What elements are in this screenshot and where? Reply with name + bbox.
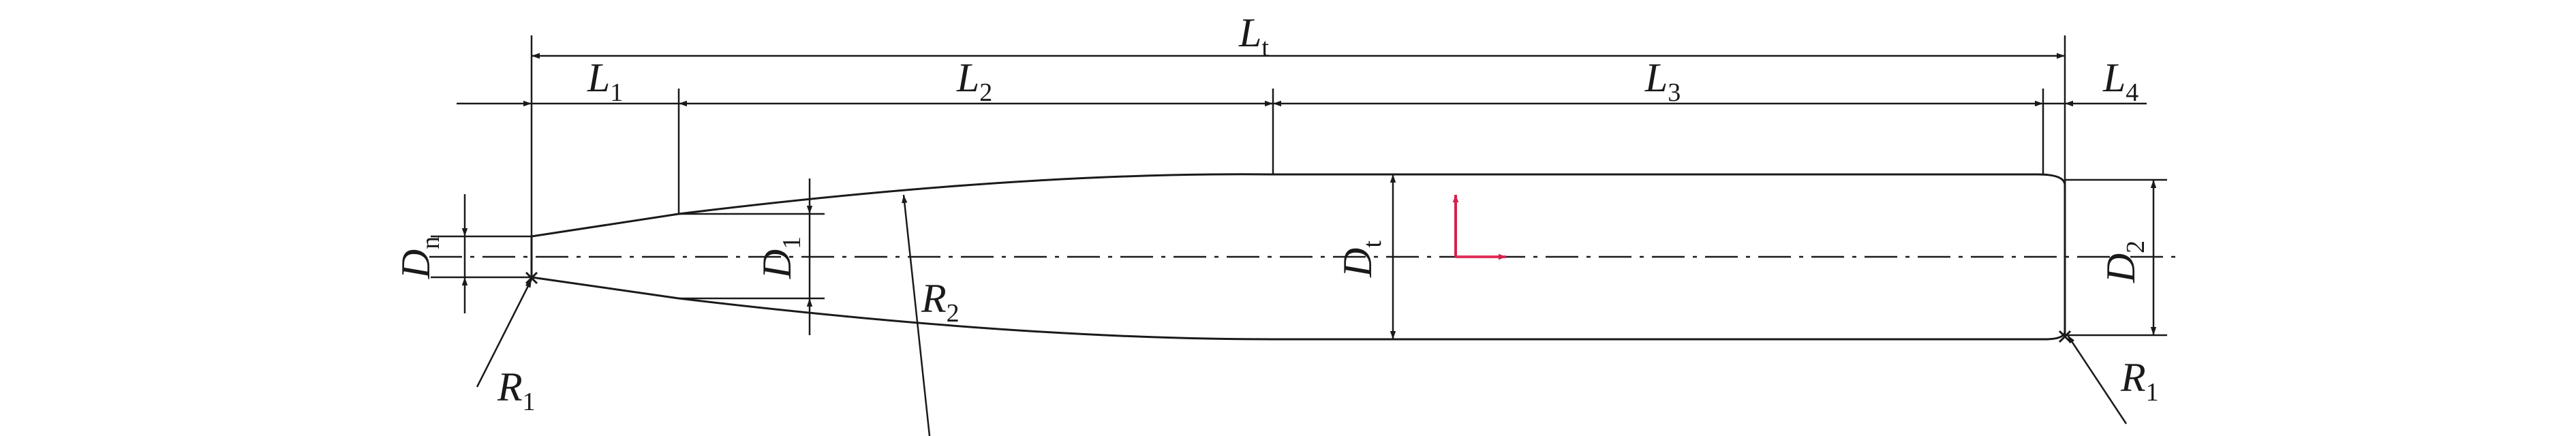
extension-lines <box>431 35 2066 300</box>
leader-R1-right: R1 <box>2058 330 2159 424</box>
leader-R2: R2 <box>902 194 960 436</box>
dimension-D2: D2 <box>2098 180 2157 335</box>
label-R2: R2 <box>921 276 960 328</box>
label-R1-left: R1 <box>497 364 536 416</box>
coordinate-axes-icon <box>1452 195 1506 260</box>
label-L1: L1 <box>587 55 623 107</box>
svg-text:Lt: Lt <box>1238 10 1269 62</box>
label-D1: D1 <box>754 236 806 279</box>
leader-R1-left: R1 <box>476 271 538 416</box>
dimension-Dn: Dn <box>393 194 468 313</box>
label-L4: L4 <box>2102 55 2138 107</box>
label-L3: L3 <box>1644 55 1681 107</box>
label-L2: L2 <box>956 55 992 107</box>
dimension-chain: L1 L2 L3 L4 <box>457 55 2147 107</box>
label-D2: D2 <box>2098 240 2150 283</box>
label-Dt: Dt <box>1335 240 1387 278</box>
dimension-D1: D1 <box>754 178 813 335</box>
dimension-Lt: Lt <box>532 10 2065 62</box>
label-Dn: Dn <box>393 236 445 279</box>
dimension-Dt: Dt <box>1335 174 1396 339</box>
nozzle-outline <box>530 173 2167 341</box>
label-R1-right: R1 <box>2120 355 2159 407</box>
